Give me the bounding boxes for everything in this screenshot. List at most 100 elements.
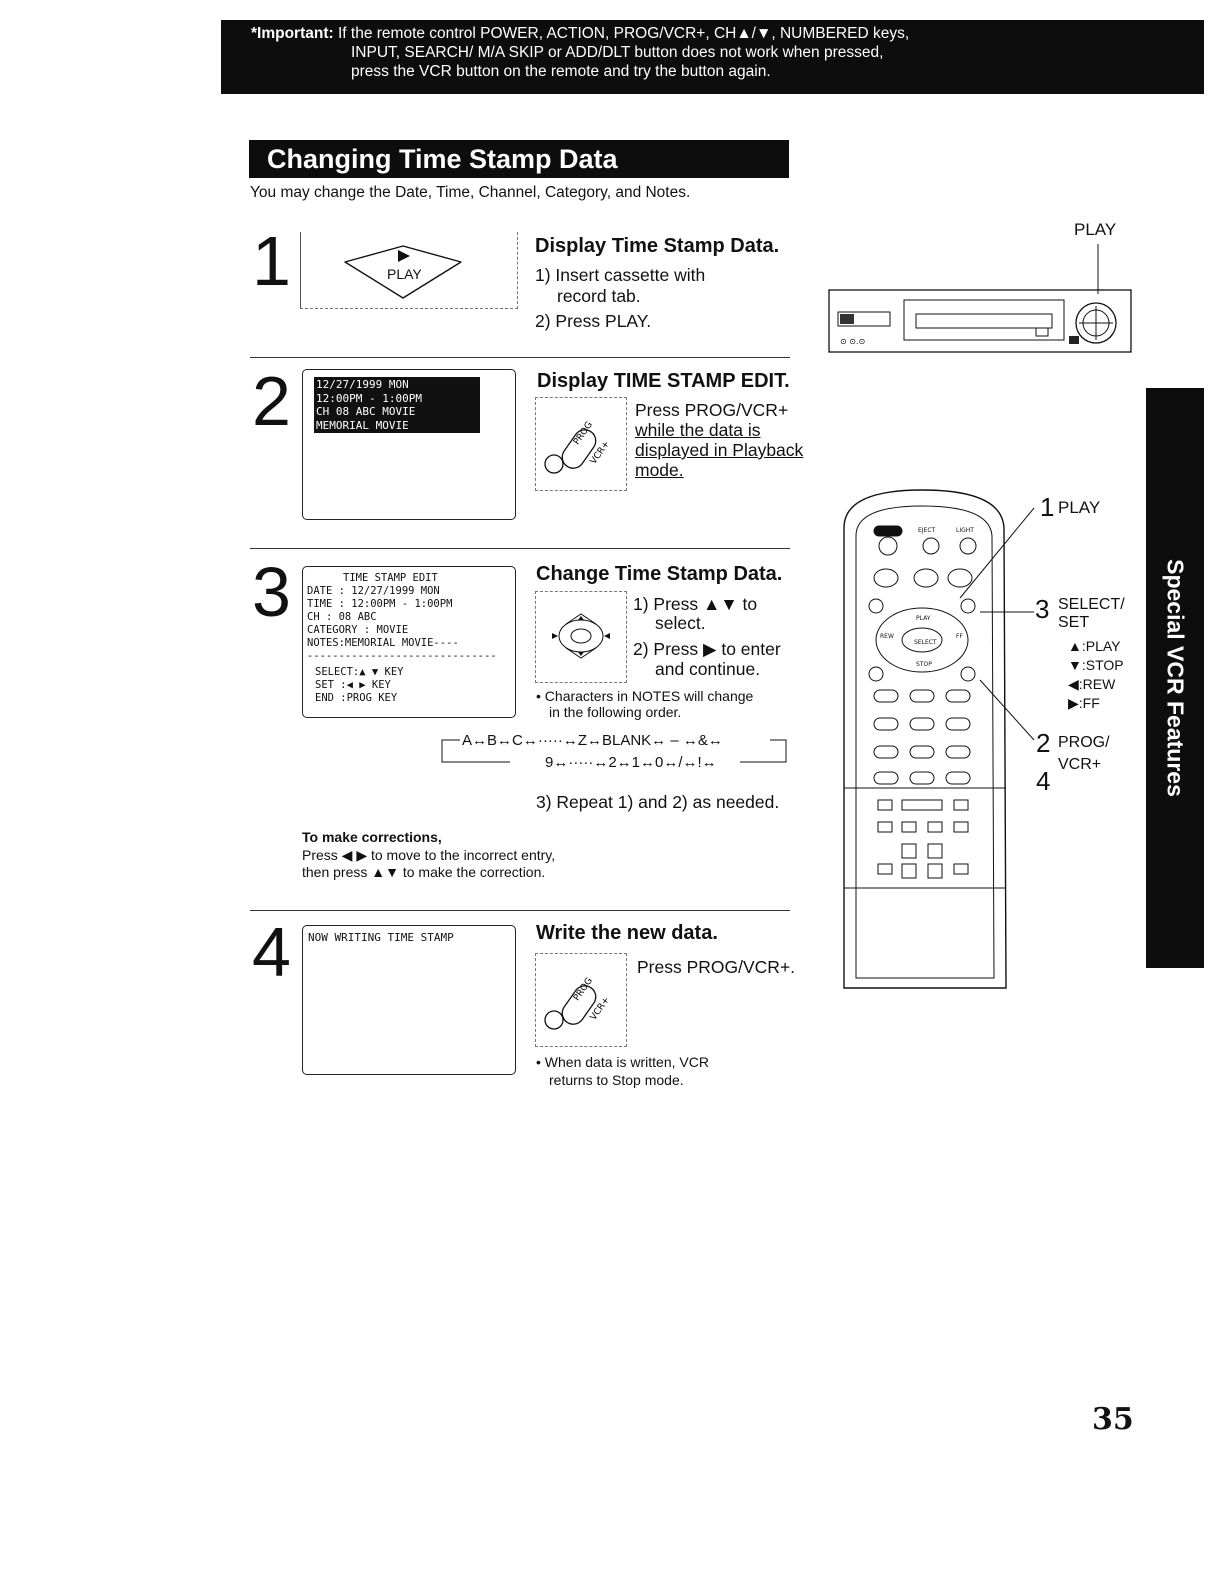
vcr-unit-icon: ⊙ ⊙.⊙ <box>828 244 1132 353</box>
step-2-line-1: Press PROG/VCR+ <box>635 400 789 420</box>
key-rew: ◀:REW <box>1068 676 1116 692</box>
step-4-note-2: returns to Stop mode. <box>549 1072 684 1088</box>
step-2-line-3: displayed in Playback <box>635 440 804 460</box>
prog-button-box-2: PROG VCR+ <box>535 953 627 1047</box>
intro-text: You may change the Date, Time, Channel, … <box>250 184 691 201</box>
notes-note-1: • Characters in NOTES will change <box>536 688 754 704</box>
side-tab-label: Special VCR Features <box>1162 559 1189 797</box>
callout-3-label-1: SELECT/ <box>1058 596 1125 613</box>
page-number: 35 <box>1092 1402 1134 1437</box>
important-line-2: INPUT, SEARCH/ M/A SKIP or ADD/DLT butto… <box>351 44 884 61</box>
step-2-line-2: while the data is <box>635 420 761 440</box>
screen-line: TIME : 12:00PM - 1:00PM <box>307 598 453 610</box>
svg-text:STOP: STOP <box>916 661 932 668</box>
screen-line: 12:00PM - 1:00PM <box>316 391 422 405</box>
joystick-icon <box>552 613 610 659</box>
step-1-line-1: 1) Insert cassette with <box>535 265 706 285</box>
play-button-label: PLAY <box>387 266 422 282</box>
svg-text:VCR+: VCR+ <box>589 995 612 1022</box>
step-1-line-2: record tab. <box>557 286 641 306</box>
svg-text:LIGHT: LIGHT <box>956 527 974 534</box>
playback-data-display: 12/27/1999 MON 12:00PM - 1:00PM CH 08 AB… <box>314 377 480 433</box>
prog-vcr-button-icon: PROG VCR+ <box>544 976 612 1030</box>
corrections-line-2: then press ▲▼ to make the correction. <box>302 864 546 880</box>
section-side-tab: Special VCR Features <box>1146 388 1204 968</box>
section-title: Changing Time Stamp Data <box>249 140 789 178</box>
step-4-number: 4 <box>252 913 291 991</box>
callout-3-label-2: SET <box>1058 614 1090 631</box>
repeat-line: 3) Repeat 1) and 2) as needed. <box>536 792 780 812</box>
screen-line: CATEGORY : MOVIE <box>307 624 409 636</box>
prog-vcr-button-icon: PROG VCR+ <box>544 420 612 474</box>
prog-button-box: PROG VCR+ <box>535 397 627 491</box>
step-3-screen: TIME STAMP EDIT DATE : 12/27/1999 MON TI… <box>302 566 516 718</box>
select-line-2: select. <box>655 613 706 633</box>
sequence-loop-lines <box>441 739 787 763</box>
important-line-1: *Important: If the remote control POWER,… <box>251 24 1194 43</box>
important-banner: *Important: If the remote control POWER,… <box>221 20 1204 94</box>
callout-1-label: PLAY <box>1058 498 1101 517</box>
svg-text:⊙ ⊙.⊙: ⊙ ⊙.⊙ <box>840 337 865 346</box>
svg-text:PROG: PROG <box>572 976 595 1003</box>
screen-line: END :PROG KEY <box>315 692 398 704</box>
step-3-heading: Change Time Stamp Data. <box>536 563 783 585</box>
notes-note-2: in the following order. <box>549 704 682 720</box>
divider-1 <box>250 357 790 358</box>
step-4-line-1: Press PROG/VCR+. <box>637 957 796 977</box>
char-sequence-2: 9↔·····↔2↔1↔0↔/↔!↔ <box>545 754 717 771</box>
key-stop: ▼:STOP <box>1068 657 1124 673</box>
callout-2-label-1: PROG/ <box>1058 734 1110 751</box>
play-button-icon <box>344 245 462 299</box>
svg-text:EJECT: EJECT <box>918 527 936 534</box>
key-ff: ▶:FF <box>1068 695 1100 711</box>
divider-3 <box>250 910 790 911</box>
screen-line: SELECT:▲ ▼ KEY <box>315 666 404 678</box>
callout-3-number: 3 <box>1035 594 1050 624</box>
svg-text:SELECT: SELECT <box>914 639 937 646</box>
divider-2 <box>250 548 790 549</box>
step-4-note-1: • When data is written, VCR <box>536 1054 709 1070</box>
important-text-1: If the remote control POWER, ACTION, PRO… <box>337 25 910 42</box>
enter-line-1: 2) Press ▶ to enter <box>633 639 781 659</box>
corrections-line-1: Press ◀ ▶ to move to the incorrect entry… <box>302 847 556 863</box>
step-4-heading: Write the new data. <box>536 922 718 944</box>
screen-line: CH : 08 ABC <box>307 611 377 623</box>
step-1-line-3: 2) Press PLAY. <box>535 311 652 331</box>
step-1-number: 1 <box>252 222 291 300</box>
svg-text:PROG: PROG <box>572 420 595 447</box>
svg-text:PLAY: PLAY <box>916 615 931 622</box>
screen-line: NOTES:MEMORIAL MOVIE---- <box>307 637 459 649</box>
step-1-panel: PLAY <box>300 232 518 309</box>
key-play: ▲:PLAY <box>1068 638 1121 654</box>
callout-2-number: 2 <box>1036 728 1051 758</box>
important-label: *Important: <box>251 25 334 42</box>
step-4-screen: NOW WRITING TIME STAMP <box>302 925 516 1075</box>
screen-line: SET :◀ ▶ KEY <box>315 679 391 691</box>
step-2-heading: Display TIME STAMP EDIT. <box>537 370 790 392</box>
screen-title: TIME STAMP EDIT <box>343 572 438 584</box>
step-2-number: 2 <box>252 362 291 440</box>
screen-line: DATE : 12/27/1999 MON <box>307 585 440 597</box>
step-3-number: 3 <box>252 553 291 631</box>
screen-line: CH 08 ABC MOVIE <box>316 405 416 418</box>
screen-line: 12/27/1999 MON <box>316 378 409 391</box>
select-line-1: 1) Press ▲▼ to <box>633 594 758 614</box>
enter-line-2: and continue. <box>655 659 761 679</box>
step-1-heading: Display Time Stamp Data. <box>535 235 780 257</box>
svg-text:VCR+: VCR+ <box>589 439 612 466</box>
svg-text:FF: FF <box>956 633 963 640</box>
screen-line: MEMORIAL MOVIE <box>316 418 409 432</box>
step-2-screen: 12/27/1999 MON 12:00PM - 1:00PM CH 08 AB… <box>302 369 516 520</box>
step-2-line-4: mode. <box>635 460 684 480</box>
callout-lines <box>959 507 1035 741</box>
writing-message: NOW WRITING TIME STAMP <box>308 931 454 944</box>
important-line-3: press the VCR button on the remote and t… <box>351 63 771 80</box>
vcr-play-label: PLAY <box>1074 220 1117 239</box>
callout-4-number: 4 <box>1036 766 1051 796</box>
screen-line: ------------------------------ <box>307 650 497 662</box>
callout-2-label-2: VCR+ <box>1058 756 1102 773</box>
corrections-title: To make corrections, <box>302 829 442 845</box>
joystick-box <box>535 591 627 683</box>
callout-1-number: 1 <box>1040 492 1055 522</box>
